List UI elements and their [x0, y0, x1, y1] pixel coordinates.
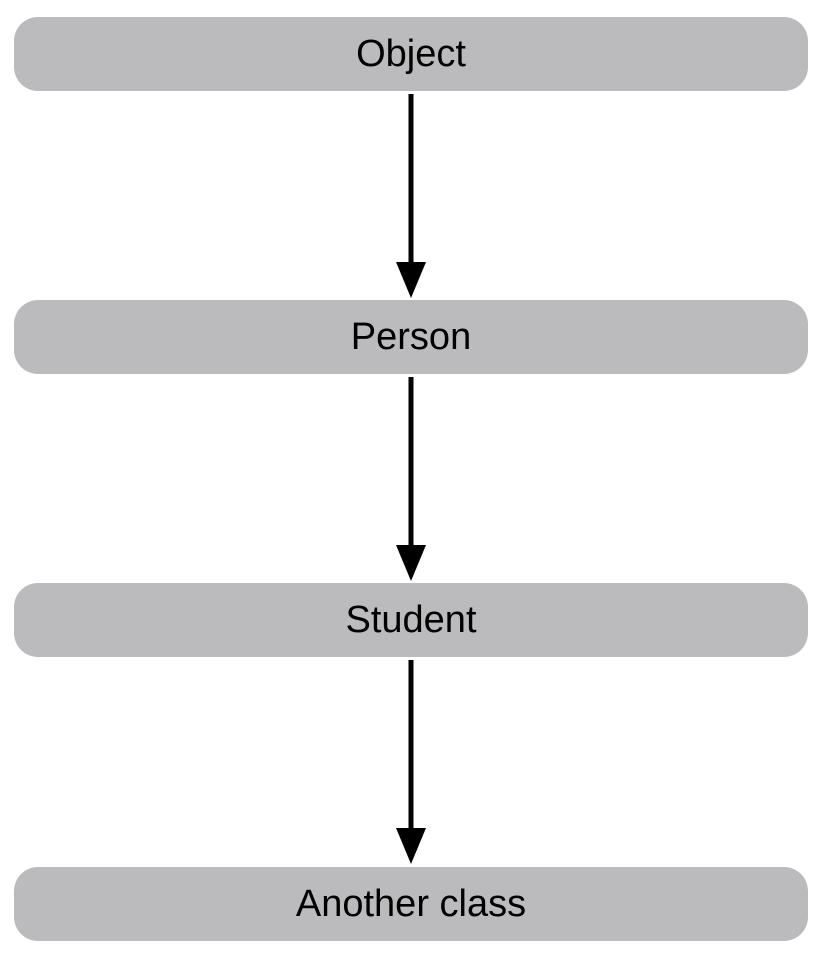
arrow-student-to-another-class [396, 660, 426, 864]
node-person: Person [14, 300, 808, 374]
node-object: Object [14, 17, 808, 91]
arrow-person-to-student [396, 377, 426, 581]
node-label-object: Object [356, 33, 466, 75]
node-another-class: Another class [14, 867, 808, 941]
node-label-another-class: Another class [295, 883, 527, 925]
arrow-object-to-person [396, 94, 426, 298]
node-label-student: Student [345, 599, 477, 641]
node-student: Student [14, 583, 808, 657]
node-label-person: Person [350, 316, 472, 358]
